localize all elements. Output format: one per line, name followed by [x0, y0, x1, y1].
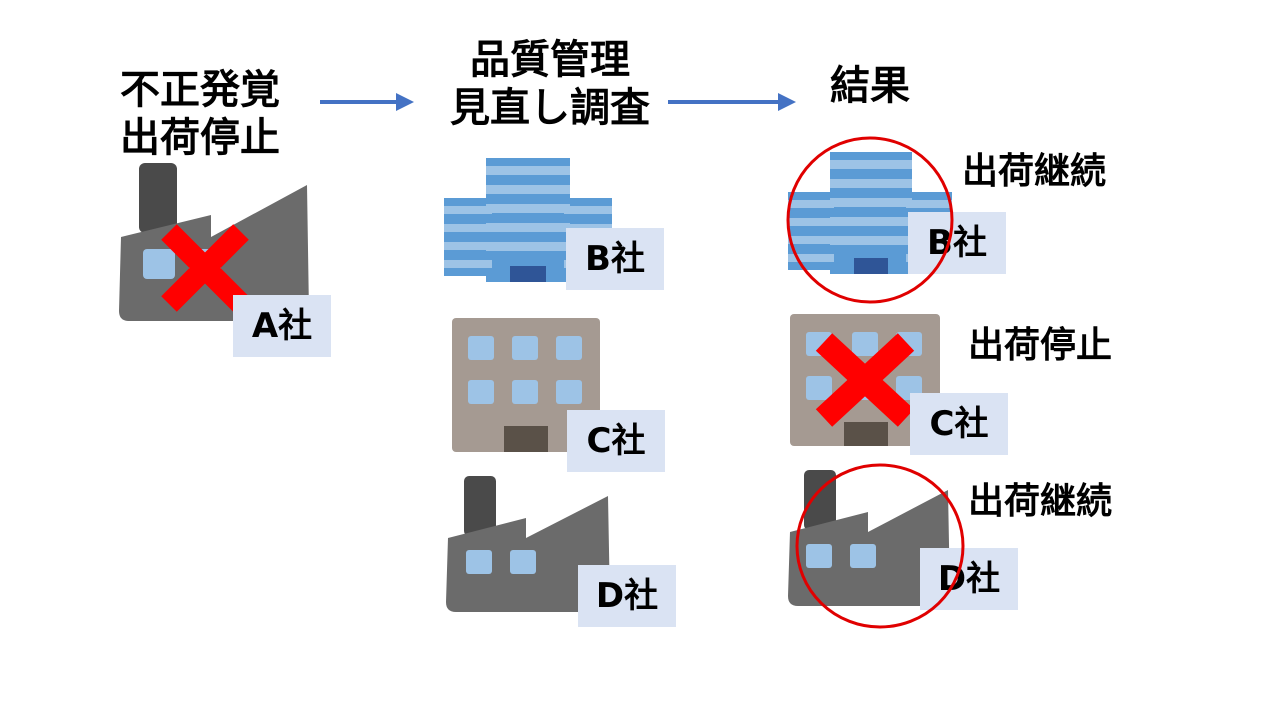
circle-mark-icon	[795, 463, 965, 629]
result-label-d: D社	[920, 548, 1018, 610]
company-label-b: B社	[566, 228, 664, 290]
factory-icon	[446, 476, 610, 612]
heading-result: 結果	[830, 63, 910, 109]
result-label-c: C社	[910, 393, 1008, 455]
result-label-b: B社	[908, 212, 1006, 274]
factory-icon	[788, 470, 950, 606]
company-label-d: D社	[578, 565, 676, 627]
blue-office-building-icon	[788, 152, 952, 274]
company-label-a: A社	[233, 295, 331, 357]
circle-mark-icon	[786, 136, 954, 304]
arrow-right-icon	[320, 93, 414, 111]
x-mark-icon	[815, 333, 915, 427]
heading-middle: 品質管理 見直し調査	[440, 36, 660, 132]
x-mark-icon	[161, 224, 249, 312]
heading-start-line2: 出荷停止	[120, 115, 280, 161]
company-label-c: C社	[567, 410, 665, 472]
result-status-d: 出荷継続	[968, 481, 1113, 522]
heading-start-line1: 不正発覚	[120, 67, 280, 113]
result-status-c: 出荷停止	[968, 325, 1113, 366]
result-status-b: 出荷継続	[962, 151, 1107, 192]
brown-office-building-icon	[452, 318, 600, 452]
heading-middle-line1: 品質管理	[470, 37, 630, 83]
heading-start: 不正発覚 出荷停止	[108, 66, 292, 162]
heading-middle-line2: 見直し調査	[450, 85, 650, 131]
arrow-right-icon	[668, 93, 796, 111]
